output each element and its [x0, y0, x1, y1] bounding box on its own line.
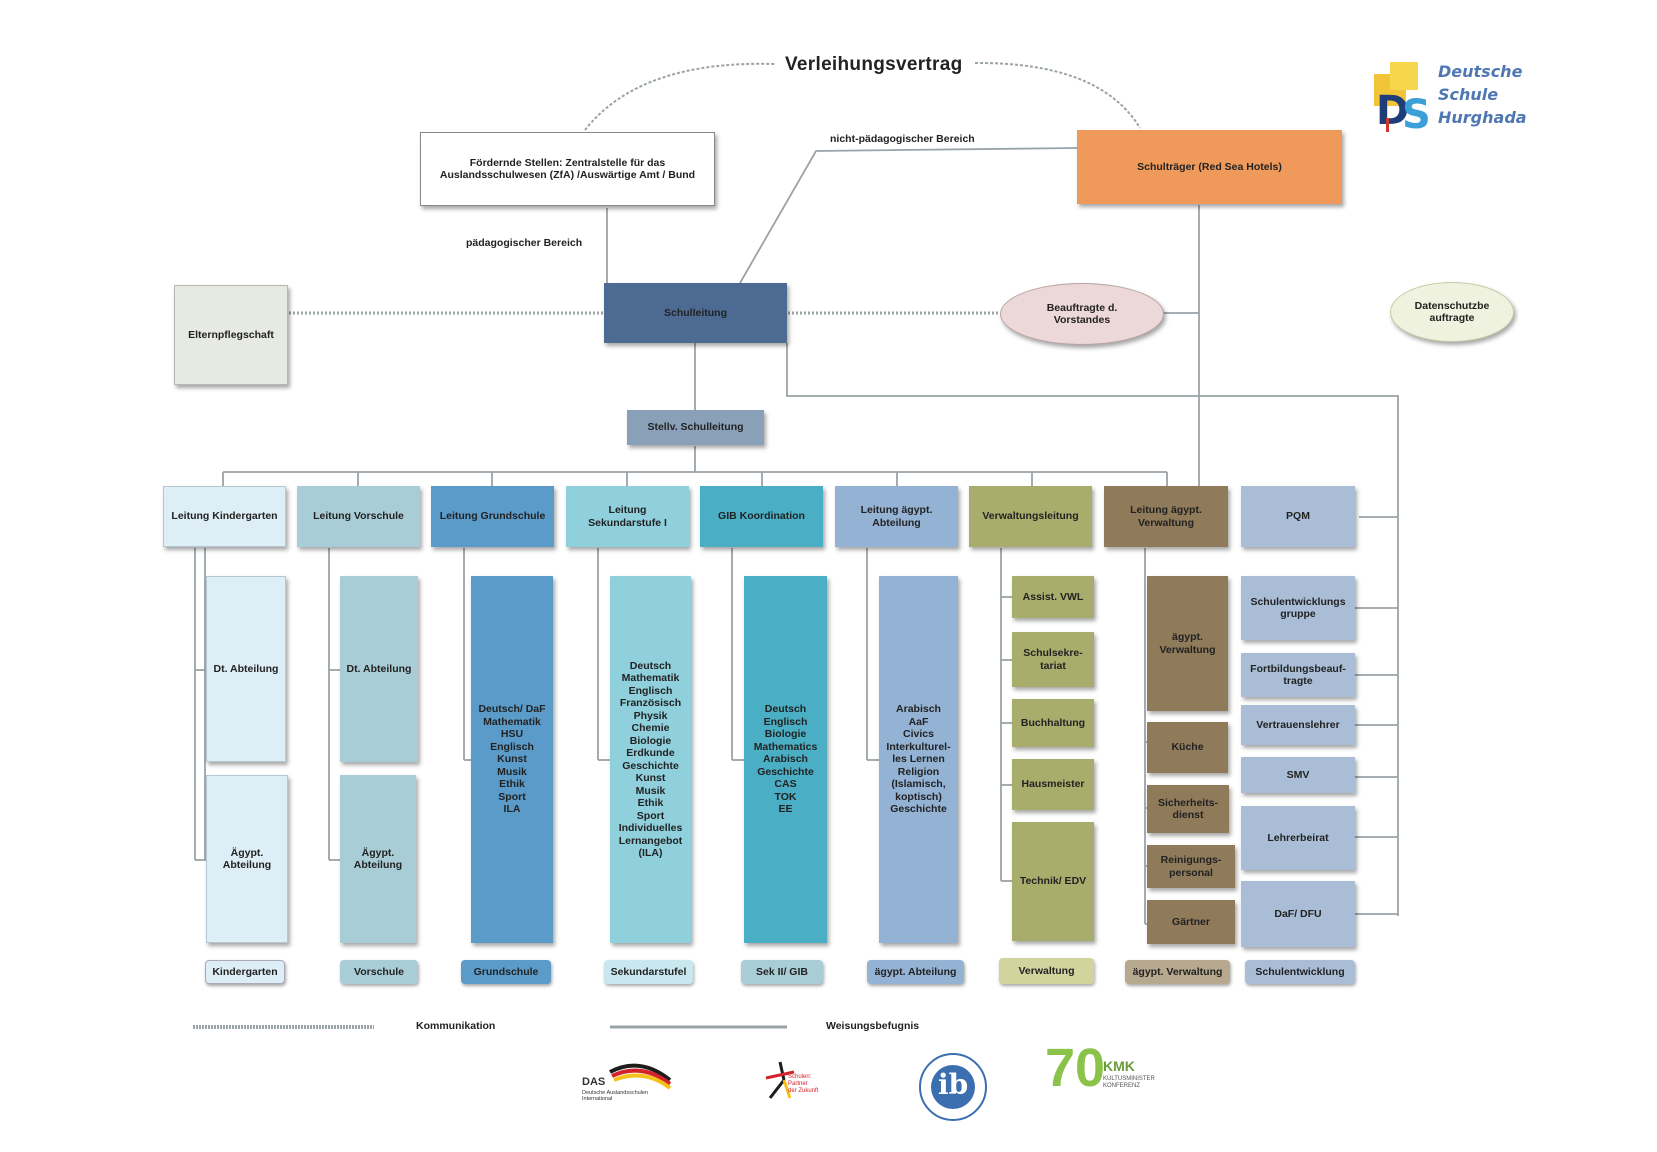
- das-swoosh-icon: [609, 1063, 672, 1090]
- head-kindergarten: Leitung Kindergarten: [163, 486, 286, 547]
- contract-arc-right: [974, 61, 1141, 129]
- grundschule-subjects: Deutsch/ DaF Mathematik HSU Englisch Kun…: [471, 576, 553, 943]
- head-agypt-abteilung: Leitung ägypt. Abteilung: [835, 486, 958, 547]
- school-name-line3: Hurghada: [1438, 108, 1527, 127]
- schulleitung-box: Schulleitung: [604, 283, 787, 343]
- kg-dt-abteilung: Dt. Abteilung: [206, 576, 286, 762]
- head-agypt-verwaltung: Leitung ägypt. Verwaltung: [1104, 486, 1228, 547]
- svg-text:S: S: [1402, 92, 1431, 138]
- elternpflegschaft-box: Elternpflegschaft: [174, 285, 288, 385]
- pasch-figure-icon: [765, 1061, 795, 1099]
- contract-arc: [584, 62, 776, 131]
- bottom-grundschule: Grundschule: [461, 960, 551, 984]
- ib-logo: ib: [918, 1052, 988, 1122]
- diagram-title: Verleihungsvertrag: [785, 54, 963, 75]
- nicht-paedagogischer-label: nicht-pädagogischer Bereich: [830, 133, 975, 145]
- school-name-line1: Deutsche: [1438, 62, 1523, 81]
- bottom-sek2-gib: Sek II/ GIB: [741, 960, 823, 984]
- verw-technik-edv: Technik/ EDV: [1012, 822, 1094, 941]
- head-gib-koordination: GIB Koordination: [700, 486, 823, 547]
- bottom-schulentwicklung: Schulentwicklung: [1245, 960, 1355, 984]
- kmk-logo: 70 KMK KULTUSMINISTER KONFERENZ: [1045, 1040, 1185, 1110]
- kmk-number: 70: [1045, 1038, 1106, 1098]
- kmk-subtext: KULTUSMINISTER KONFERENZ: [1103, 1076, 1155, 1089]
- verw-buchhaltung: Buchhaltung: [1012, 699, 1094, 747]
- gib-subjects: Deutsch Englisch Biologie Mathematics Ar…: [744, 576, 827, 943]
- agverw-verwaltung: ägypt. Verwaltung: [1147, 576, 1228, 711]
- vs-agypt-abteilung: Ägypt. Abteilung: [340, 775, 416, 943]
- das-logo-subtext: Deutsche Auslandsschulen International: [582, 1090, 649, 1102]
- schultraeger-box: Schulträger (Red Sea Hotels): [1077, 130, 1342, 204]
- pasch-logo: Schulen: Partner der Zukunft: [760, 1058, 830, 1108]
- head-grundschule: Leitung Grundschule: [431, 486, 554, 547]
- bottom-agypt-abteilung: ägypt. Abteilung: [867, 960, 964, 984]
- bottom-verwaltung: Verwaltung: [999, 958, 1094, 984]
- head-verwaltungsleitung: Verwaltungsleitung: [969, 486, 1092, 547]
- right-vertrauenslehrer: Vertrauenslehrer: [1241, 705, 1355, 745]
- school-logo: D S Deutsche Schule Hurghada: [1372, 58, 1527, 138]
- stellv-schulleitung-box: Stellv. Schulleitung: [627, 410, 764, 445]
- beauftragte-vorstand-ellipse: Beauftragte d. Vorstandes: [1000, 283, 1164, 345]
- dsh-logo-icon: D S: [1374, 62, 1431, 138]
- right-fortbildungsbeauftragte: Fortbildungsbeauf- tragte: [1241, 653, 1355, 697]
- right-lehrerbeirat: Lehrerbeirat: [1241, 806, 1355, 870]
- right-smv: SMV: [1241, 757, 1355, 793]
- kmk-abbr: KMK: [1103, 1058, 1135, 1074]
- vs-dt-abteilung: Dt. Abteilung: [340, 576, 418, 762]
- verw-schulsekretariat: Schulsekre- tariat: [1012, 632, 1094, 687]
- legend-weisung-label: Weisungsbefugnis: [826, 1020, 920, 1032]
- paedagogischer-label: pädagogischer Bereich: [466, 237, 583, 249]
- das-logo-text: DAS: [582, 1076, 606, 1088]
- ib-circle-icon: [919, 1053, 987, 1121]
- sekundarstufe-subjects: Deutsch Mathematik Englisch Französisch …: [610, 576, 691, 943]
- verw-assist-vwl: Assist. VWL: [1012, 576, 1094, 618]
- svg-text:D: D: [1376, 88, 1409, 134]
- foerdernde-stellen-box: Fördernde Stellen: Zentralstelle für das…: [420, 132, 715, 206]
- kg-agypt-abteilung: Ägypt. Abteilung: [206, 775, 288, 943]
- bottom-sekundarstufe: Sekundarstufel: [604, 960, 693, 984]
- agverw-kueche: Küche: [1147, 722, 1228, 773]
- right-daf-dfu: DaF/ DFU: [1241, 881, 1355, 947]
- bottom-vorschule: Vorschule: [340, 960, 418, 984]
- legend-kommunikation-label: Kommunikation: [416, 1020, 496, 1032]
- agverw-gaertner: Gärtner: [1147, 900, 1235, 944]
- pasch-logo-text: Schulen: Partner der Zukunft: [788, 1074, 819, 1094]
- head-vorschule: Leitung Vorschule: [297, 486, 420, 547]
- right-schulentwicklungsgruppe: Schulentwicklungs gruppe: [1241, 576, 1355, 640]
- verw-hausmeister: Hausmeister: [1012, 759, 1094, 810]
- bottom-kindergarten: Kindergarten: [205, 960, 285, 984]
- das-logo: DAS Deutsche Auslandsschulen Internation…: [580, 1058, 690, 1108]
- bottom-agypt-verwaltung: ägypt. Verwaltung: [1125, 960, 1230, 984]
- school-name-line2: Schule: [1438, 85, 1499, 104]
- agverw-sicherheitsdienst: Sicherheits- dienst: [1147, 785, 1229, 833]
- head-sekundarstufe: Leitung Sekundarstufe I: [566, 486, 689, 547]
- agverw-reinigungspersonal: Reinigungs- personal: [1147, 845, 1235, 888]
- datenschutz-ellipse: Datenschutzbe auftragte: [1390, 282, 1514, 342]
- head-pqm: PQM: [1241, 486, 1355, 547]
- agypt-abteilung-subjects: Arabisch AaF Civics Interkulturel- les L…: [879, 576, 958, 943]
- ib-logo-text: ib: [938, 1068, 969, 1101]
